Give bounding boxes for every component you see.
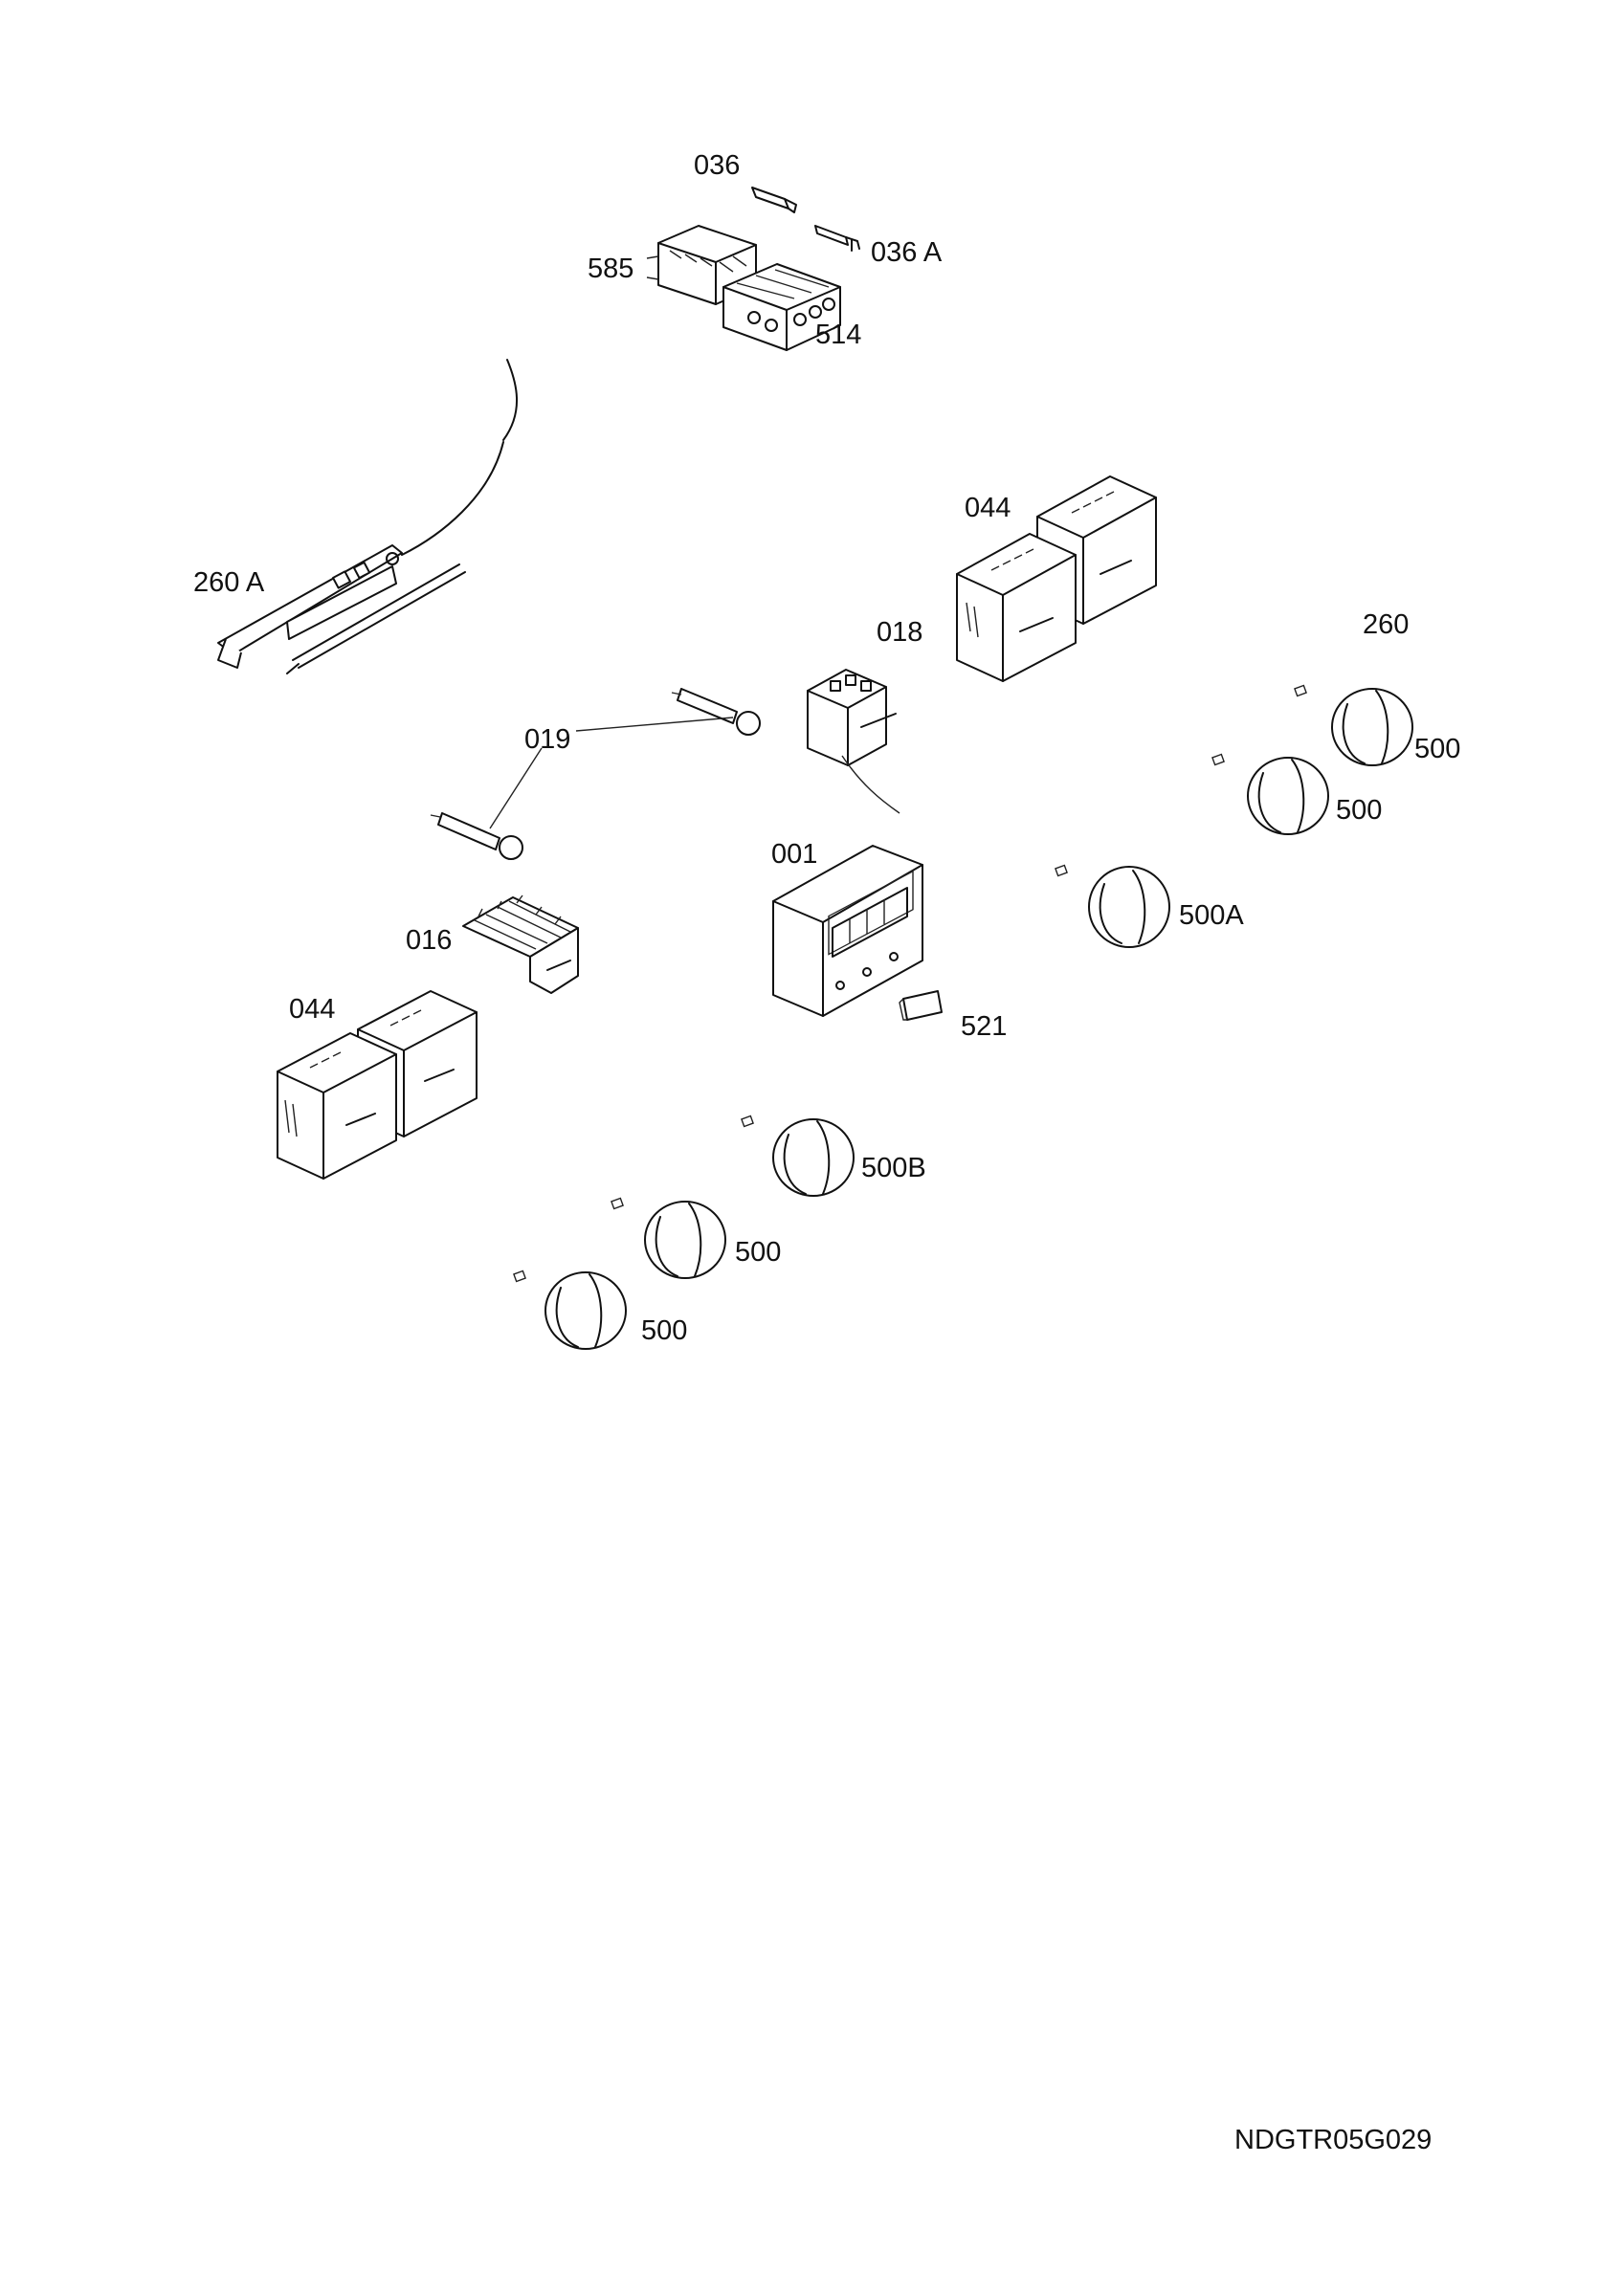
label-016: 016 xyxy=(406,925,452,956)
terminal-036 xyxy=(751,187,797,213)
label-500-lower-1: 500 xyxy=(735,1237,781,1268)
label-514: 514 xyxy=(815,320,861,350)
label-044-left: 044 xyxy=(289,994,335,1025)
energy-regulator-044-top-front xyxy=(956,533,1077,682)
label-018: 018 xyxy=(877,617,922,648)
label-500-lower-2: 500 xyxy=(641,1315,687,1346)
knob-500-lower-left xyxy=(513,1269,627,1350)
label-260: 260 xyxy=(1363,609,1409,640)
label-500-right-2: 500 xyxy=(1336,795,1382,826)
knob-500-mid-right xyxy=(1211,753,1329,835)
pilot-lamp-019-left xyxy=(430,812,523,860)
function-selector-016 xyxy=(462,894,579,994)
knob-500-top-right xyxy=(1294,684,1413,766)
label-500-right-1: 500 xyxy=(1414,734,1460,764)
label-001: 001 xyxy=(771,839,817,870)
label-036a: 036 A xyxy=(871,237,943,268)
connector-block-514 xyxy=(722,263,841,351)
knob-500a xyxy=(1055,864,1170,948)
energy-regulator-044-left-front xyxy=(277,1032,397,1180)
label-521: 521 xyxy=(961,1011,1007,1042)
thermostat-probe-260a xyxy=(217,359,518,674)
label-585: 585 xyxy=(588,254,633,284)
button-cap-521 xyxy=(899,990,943,1021)
leader-lines-019 xyxy=(489,717,734,829)
diagram-code: NDGTR05G029 xyxy=(1234,2125,1432,2155)
label-260a: 260 A xyxy=(193,567,265,598)
label-036: 036 xyxy=(694,150,740,181)
knob-500b xyxy=(741,1115,855,1197)
selector-switch-018 xyxy=(807,669,900,814)
pilot-lamp-019-right xyxy=(671,688,761,736)
knob-500-lower-mid xyxy=(611,1197,726,1279)
terminal-036a xyxy=(814,225,860,252)
clock-timer-001 xyxy=(772,845,923,1017)
label-500b: 500B xyxy=(861,1153,926,1183)
label-500a: 500A xyxy=(1179,900,1244,931)
label-044-top: 044 xyxy=(965,493,1011,523)
label-019: 019 xyxy=(524,724,570,755)
